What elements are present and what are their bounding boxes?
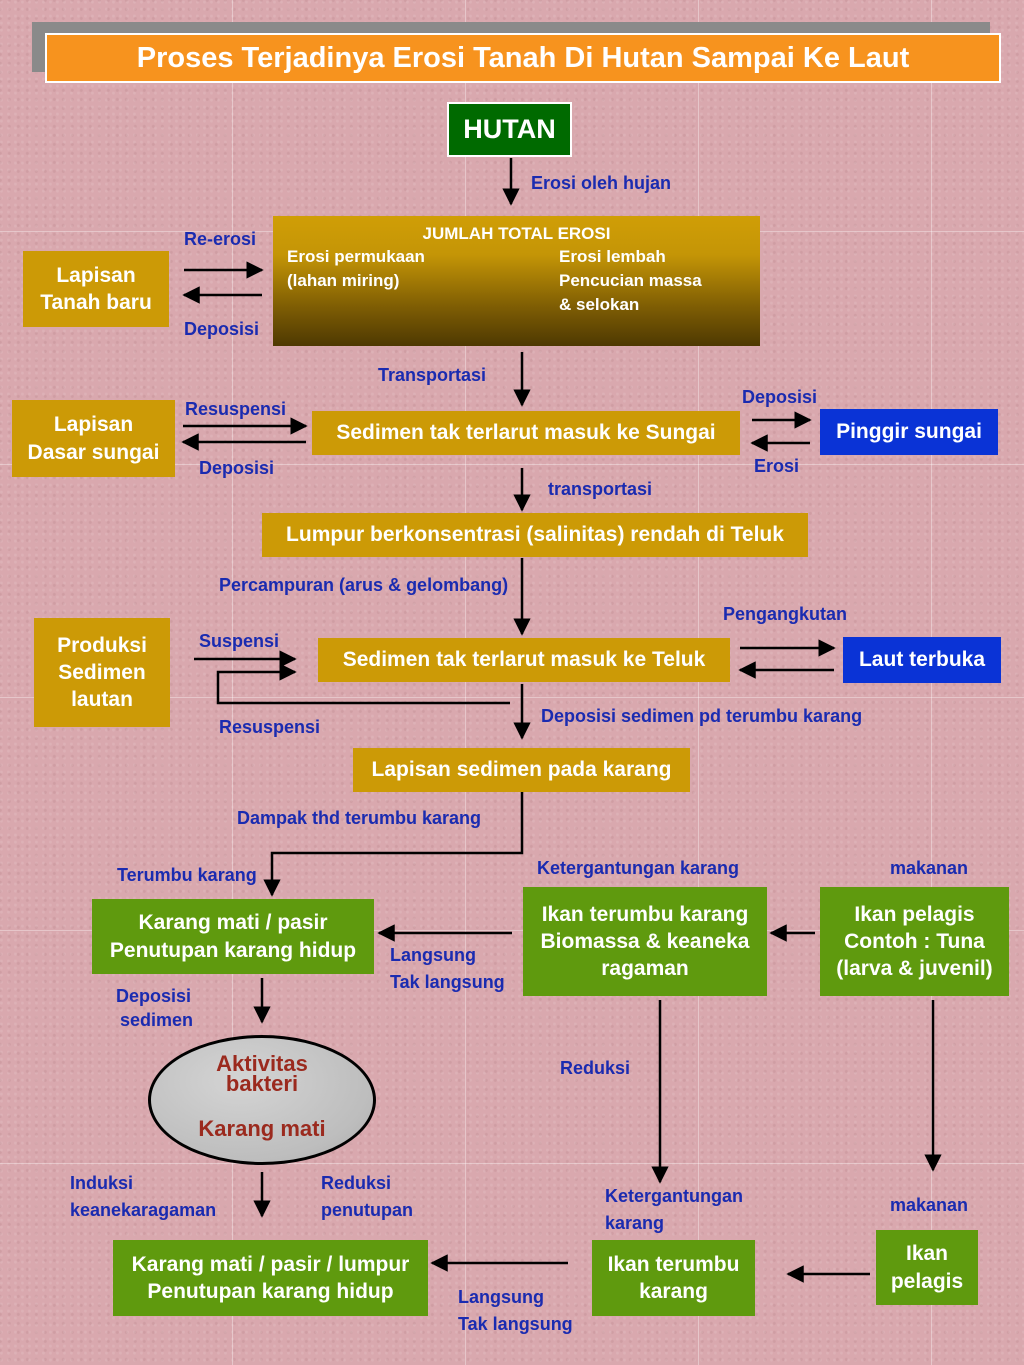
produksi-line1: Produksi: [57, 633, 147, 657]
label-makanan-2: makanan: [890, 1195, 969, 1215]
label-dampak: Dampak thd terumbu karang: [237, 808, 482, 828]
label-deposisi-3: Deposisi: [742, 387, 818, 407]
erosi-left-1: Erosi permukaan: [287, 247, 425, 266]
jumlah-total-erosi-box: JUMLAH TOTAL EROSI Erosi permukaan (laha…: [273, 216, 760, 346]
label-langsung-2: Langsung: [458, 1287, 544, 1307]
pinggir-sungai-box: Pinggir sungai: [820, 409, 998, 455]
lapisan-dasar-sungai-box: Lapisan Dasar sungai: [12, 400, 175, 477]
lapisan-tanah-line1: Lapisan: [56, 263, 136, 287]
arrow-resuspensi-loop: [216, 663, 510, 705]
produksi-line2: Sedimen: [58, 660, 146, 684]
karang-mati-1-line2: Penutupan karang hidup: [109, 938, 357, 962]
label-tak-langsung-1: Tak langsung: [390, 972, 505, 992]
label-deposisi-sedimen-1: Deposisi: [116, 986, 192, 1006]
ikan-pelagis-1-line1: Ikan pelagis: [854, 902, 975, 926]
label-induksi-2: keanekaragaman: [70, 1200, 217, 1220]
label-deposisi-sedimen-2: sedimen: [120, 1010, 194, 1030]
label-terumbu-karang: Terumbu karang: [117, 865, 257, 885]
label-suspensi: Suspensi: [199, 631, 280, 651]
laut-terbuka-box: Laut terbuka: [843, 637, 1001, 683]
label-ketergantungan-2b: karang: [605, 1213, 665, 1233]
bakteri-line1: Aktivitas: [216, 1051, 308, 1076]
hutan-box: HUTAN: [447, 102, 572, 157]
label-tak-langsung-2: Tak langsung: [458, 1314, 573, 1334]
label-deposisi-terumbu: Deposisi sedimen pd terumbu karang: [541, 706, 863, 726]
ikan-pelagis-2-line1: Ikan: [905, 1242, 949, 1266]
ikan-pelagis-1-line3: (larva & juvenil): [836, 957, 993, 981]
label-transportasi-1: Transportasi: [378, 365, 487, 385]
bakteri-line2: bakteri: [225, 1071, 299, 1096]
produksi-line3: lautan: [71, 688, 133, 712]
label-re-erosi: Re-erosi: [184, 229, 257, 249]
label-pengangkutan: Pengangkutan: [723, 604, 848, 624]
label-makanan-1: makanan: [890, 858, 969, 878]
lapisan-dasar-line2: Dasar sungai: [27, 440, 160, 464]
label-induksi-1: Induksi: [70, 1173, 134, 1193]
erosi-left-2: (lahan miring): [287, 271, 400, 290]
karang-mati-2-line2: Penutupan karang hidup: [147, 1280, 394, 1303]
lumpur-box: Lumpur berkonsentrasi (salinitas) rendah…: [262, 513, 808, 557]
label-ketergantungan-2a: Ketergantungan: [605, 1186, 744, 1206]
erosi-right-1: Erosi lembah: [559, 247, 666, 266]
label-ketergantungan-1: Ketergantungan karang: [537, 858, 740, 878]
ikan-terumbu-1-line2: Biomassa & keaneka: [540, 929, 750, 953]
bakteri-line3: Karang mati: [198, 1116, 326, 1141]
erosi-right-2: Pencucian massa: [559, 271, 702, 290]
karang-mati-box-2: Karang mati / pasir / lumpur Penutupan k…: [113, 1240, 428, 1316]
sedimen-sungai-box: Sedimen tak terlarut masuk ke Sungai: [312, 411, 740, 455]
ikan-pelagis-box-1: Ikan pelagis Contoh : Tuna (larva & juve…: [820, 887, 1009, 996]
aktivitas-bakteri-oval: Aktivitas bakteri Karang mati: [148, 1035, 376, 1165]
label-erosi: Erosi: [754, 456, 800, 476]
label-langsung-1: Langsung: [390, 945, 476, 965]
label-deposisi-1: Deposisi: [184, 319, 260, 339]
label-resuspensi-2: Resuspensi: [219, 717, 321, 737]
lapisan-dasar-line1: Lapisan: [53, 413, 134, 437]
sedimen-teluk-box: Sedimen tak terlarut masuk ke Teluk: [318, 638, 730, 682]
ikan-pelagis-2-line2: pelagis: [890, 1269, 964, 1293]
label-resuspensi-1: Resuspensi: [185, 399, 287, 419]
karang-mati-box-1: Karang mati / pasir Penutupan karang hid…: [92, 899, 374, 974]
ikan-terumbu-box-2: Ikan terumbu karang: [592, 1240, 755, 1316]
ikan-terumbu-box-1: Ikan terumbu karang Biomassa & keaneka r…: [523, 887, 767, 996]
arrow-dampak: [263, 792, 524, 897]
label-percampuran: Percampuran (arus & gelombang): [219, 575, 509, 595]
produksi-sedimen-box: Produksi Sedimen lautan: [34, 618, 170, 727]
label-reduksi-penutupan-1: Reduksi: [321, 1173, 392, 1193]
lapisan-tanah-baru-box: Lapisan Tanah baru: [23, 251, 169, 327]
ikan-terumbu-2-line1: Ikan terumbu: [607, 1252, 740, 1276]
label-transportasi-2: transportasi: [548, 479, 653, 499]
ikan-terumbu-2-line2: karang: [639, 1280, 708, 1303]
label-deposisi-2: Deposisi: [199, 458, 275, 478]
lapisan-tanah-line2: Tanah baru: [40, 291, 152, 314]
karang-mati-1-line1: Karang mati / pasir: [138, 911, 328, 935]
label-reduksi: Reduksi: [560, 1058, 631, 1078]
ikan-pelagis-box-2: Ikan pelagis: [876, 1230, 978, 1305]
ikan-terumbu-1-line3: ragaman: [601, 957, 689, 981]
erosi-right-3: & selokan: [559, 295, 640, 314]
ikan-terumbu-1-line1: Ikan terumbu karang: [541, 902, 749, 926]
page-title: Proses Terjadinya Erosi Tanah Di Hutan S…: [45, 33, 1001, 83]
lapisan-sedimen-karang-box: Lapisan sedimen pada karang: [353, 748, 690, 792]
ikan-pelagis-1-line2: Contoh : Tuna: [844, 929, 985, 953]
erosi-heading: JUMLAH TOTAL EROSI: [422, 224, 611, 243]
label-erosi-oleh-hujan: Erosi oleh hujan: [531, 173, 672, 193]
karang-mati-2-line1: Karang mati / pasir / lumpur: [131, 1252, 410, 1276]
label-reduksi-penutupan-2: penutupan: [321, 1200, 413, 1220]
